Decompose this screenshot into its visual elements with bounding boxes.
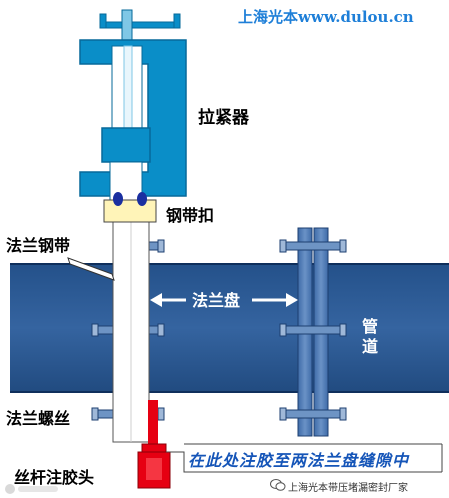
right-flange <box>279 227 347 437</box>
site-watermark: 上海光本www.dulou.cn <box>238 8 414 26</box>
band-pointer <box>67 257 115 281</box>
pipe-label: 管道 <box>359 318 378 358</box>
left-flange-bolts <box>91 239 165 421</box>
injection-head <box>137 443 171 489</box>
pipe-body <box>10 264 449 392</box>
injection-note: 在此处注胶至两法兰盘缝隙中 <box>188 451 410 470</box>
band-buckle-label: 钢带扣 <box>166 206 215 225</box>
corner-badge-icon <box>5 484 58 494</box>
clamp-label: 拉紧器 <box>198 108 249 128</box>
wechat-icon <box>270 479 286 491</box>
arrow-left-icon <box>150 293 186 307</box>
flange-band-label: 法兰钢带 <box>6 236 71 255</box>
flange-bolt-label: 法兰螺丝 <box>6 409 71 428</box>
injection-head-label: 丝杆注胶头 <box>14 468 95 487</box>
arrow-right-icon <box>252 293 298 307</box>
injection-rod <box>148 400 158 446</box>
clamp-tensioner <box>79 9 187 201</box>
flange-disc-label: 法兰盘 <box>192 291 241 310</box>
band-buckle <box>103 192 157 223</box>
source-caption: 上海光本带压堵漏密封厂家 <box>288 483 408 494</box>
note-leader <box>166 451 442 473</box>
